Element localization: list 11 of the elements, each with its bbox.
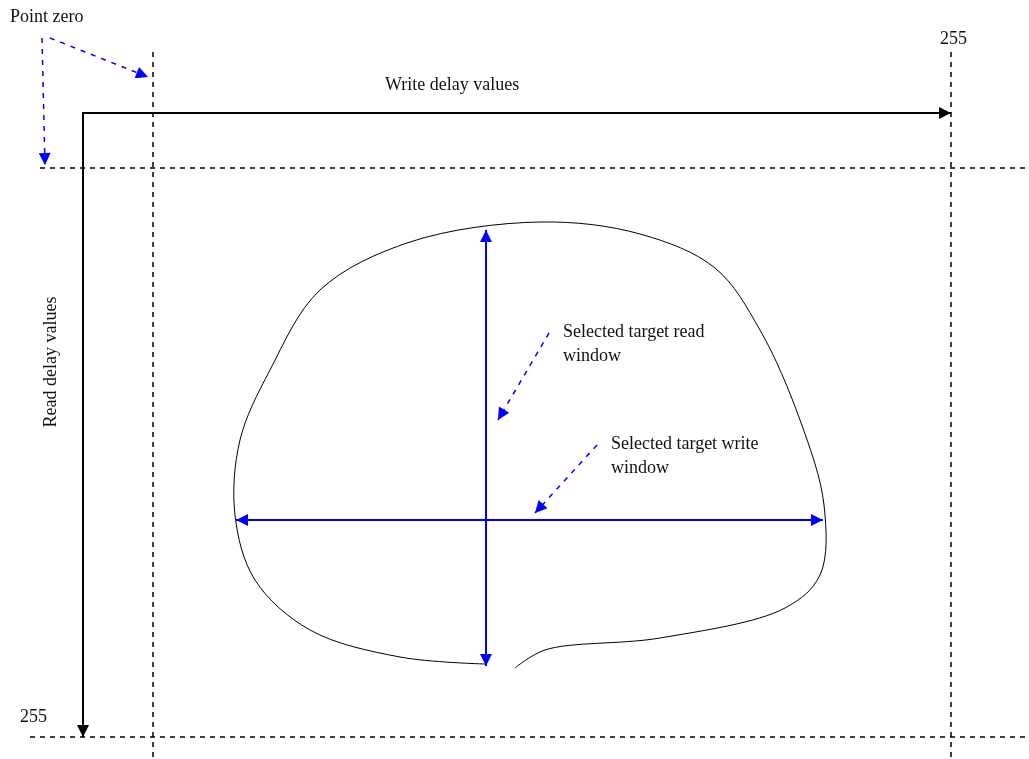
callout-text: Selected target write window	[611, 431, 761, 479]
leader-arrow	[49, 37, 149, 79]
callout-text: Point zero	[10, 4, 84, 28]
leader-arrow	[497, 332, 550, 421]
leader-arrow	[38, 37, 51, 166]
tick-label: 255	[20, 705, 47, 728]
leader-arrow	[534, 444, 598, 514]
axis-title: Read delay values	[39, 296, 61, 428]
callout-text: Selected target read window	[563, 319, 713, 367]
axis-title: Write delay values	[385, 73, 520, 96]
tick-label: 255	[940, 27, 967, 50]
